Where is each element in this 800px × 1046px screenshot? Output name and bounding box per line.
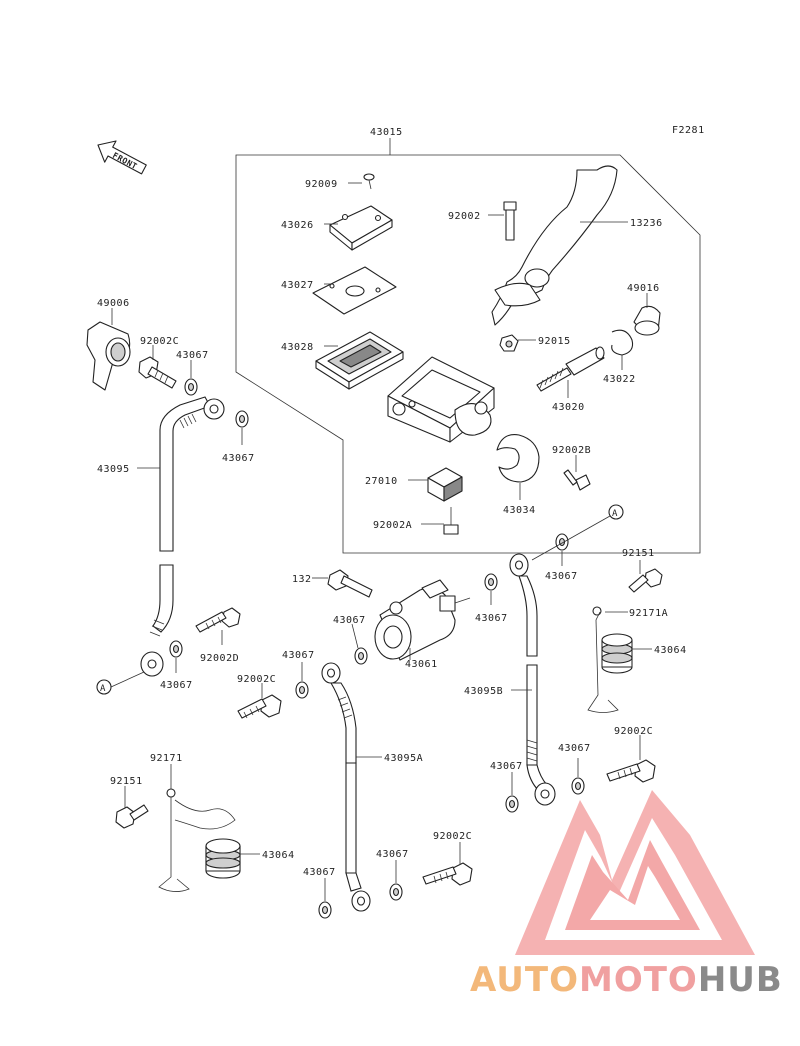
boot-49016 <box>633 305 661 336</box>
label-43034: 43034 <box>503 505 536 516</box>
label-43020: 43020 <box>552 402 585 413</box>
label-43095A: 43095A <box>384 753 423 764</box>
clamp-92171 <box>158 788 236 892</box>
clamp-92171A <box>587 606 619 713</box>
label-43022: 43022 <box>603 374 636 385</box>
washer-43067-i <box>295 681 309 699</box>
cylinder-43061 <box>374 579 471 661</box>
cap-49006 <box>86 321 131 391</box>
switch-27010 <box>427 467 463 502</box>
label-92002B: 92002B <box>552 445 591 456</box>
label-43067-j: 43067 <box>303 867 336 878</box>
cap-43026 <box>329 205 393 251</box>
label-92015: 92015 <box>538 336 571 347</box>
bolt-92002C-a <box>138 356 177 389</box>
washer-43067-j <box>318 901 332 919</box>
bolt-92151-a <box>628 568 663 593</box>
washer-43067-b <box>235 410 249 428</box>
washer-43067-f <box>555 533 569 551</box>
washer-43067-a <box>184 378 198 396</box>
label-49016: 49016 <box>627 283 660 294</box>
watermark-hub: HUB <box>697 960 783 1000</box>
label-43028: 43028 <box>281 342 314 353</box>
bolt-92002C-c <box>237 694 282 719</box>
washer-43067-d <box>354 647 368 665</box>
label-13236: 13236 <box>630 218 663 229</box>
label-132: 132 <box>292 574 312 585</box>
bolt-92002-lever <box>503 201 517 241</box>
hose-43095B <box>509 553 556 806</box>
label-92151-a: 92151 <box>622 548 655 559</box>
watermark-text: AUTOMOTOHUB <box>470 960 800 1006</box>
label-43064-b: 43064 <box>262 850 295 861</box>
label-27010: 27010 <box>365 476 398 487</box>
label-43067-f: 43067 <box>545 571 578 582</box>
label-92009: 92009 <box>305 179 338 190</box>
washer-43067-e <box>484 573 498 591</box>
label-92002D: 92002D <box>200 653 239 664</box>
screw-92009 <box>363 173 375 190</box>
label-49006: 49006 <box>97 298 130 309</box>
label-43095: 43095 <box>97 464 130 475</box>
washer-43067-k <box>389 883 403 901</box>
label-43067-g: 43067 <box>558 743 591 754</box>
bolt-92002B <box>563 469 591 491</box>
ref-marker-a-right: A <box>531 504 624 561</box>
label-92171: 92171 <box>150 753 183 764</box>
circlip-43022 <box>611 329 634 356</box>
watermark-logo <box>515 790 755 955</box>
label-92002A: 92002A <box>373 520 412 531</box>
label-43067-h: 43067 <box>490 761 523 772</box>
figure-code: F2281 <box>672 125 705 136</box>
label-43061: 43061 <box>405 659 438 670</box>
bolt-92002C-b <box>606 759 656 783</box>
watermark-auto: AUTO <box>470 960 579 1000</box>
label-43067-a: 43067 <box>176 350 209 361</box>
label-43064-a: 43064 <box>654 645 687 656</box>
label-43095B: 43095B <box>464 686 503 697</box>
hose-43095 <box>140 396 225 677</box>
washer-43067-c <box>169 640 183 658</box>
piston-43020 <box>536 346 605 392</box>
clamp-43034 <box>496 434 540 483</box>
label-43026: 43026 <box>281 220 314 231</box>
washer-43067-h <box>505 795 519 813</box>
label-92002-lever: 92002 <box>448 211 481 222</box>
screw-92002A <box>443 507 459 535</box>
assembly-boundary <box>235 154 701 554</box>
diaphragm-43028 <box>315 331 404 390</box>
label-92171A: 92171A <box>629 608 668 619</box>
bolt-92002C-d <box>422 862 473 886</box>
washer-43067-g <box>571 777 585 795</box>
lever-13236 <box>491 165 618 326</box>
ref-marker-a-right-text: A <box>612 509 618 519</box>
label-43067-b: 43067 <box>222 453 255 464</box>
bolt-92151-b <box>115 804 149 829</box>
label-92002C-b: 92002C <box>614 726 653 737</box>
bolt-132 <box>327 569 373 598</box>
bolt-92002D <box>195 607 241 633</box>
label-43067-i: 43067 <box>282 650 315 661</box>
label-92002C-c: 92002C <box>237 674 276 685</box>
label-92002C-a: 92002C <box>140 336 179 347</box>
ref-marker-a-left-text: A <box>100 684 106 694</box>
master-cylinder-body <box>387 356 495 443</box>
label-92002C-d: 92002C <box>433 831 472 842</box>
watermark-moto: MOTO <box>578 960 698 1000</box>
ref-marker-a-left: A <box>96 671 145 695</box>
front-arrow: FRONT <box>97 140 147 175</box>
label-92151-b: 92151 <box>110 776 143 787</box>
label-43067-d: 43067 <box>333 615 366 626</box>
nut-92015 <box>499 334 519 352</box>
label-43067-c: 43067 <box>160 680 193 691</box>
label-43027: 43027 <box>281 280 314 291</box>
plate-43027 <box>312 266 397 315</box>
label-43067-e: 43067 <box>475 613 508 624</box>
grommet-43064-b <box>205 838 241 879</box>
label-43067-k: 43067 <box>376 849 409 860</box>
grommet-43064-a <box>601 633 633 674</box>
label-43015: 43015 <box>370 127 403 138</box>
hose-43095A <box>321 662 371 912</box>
